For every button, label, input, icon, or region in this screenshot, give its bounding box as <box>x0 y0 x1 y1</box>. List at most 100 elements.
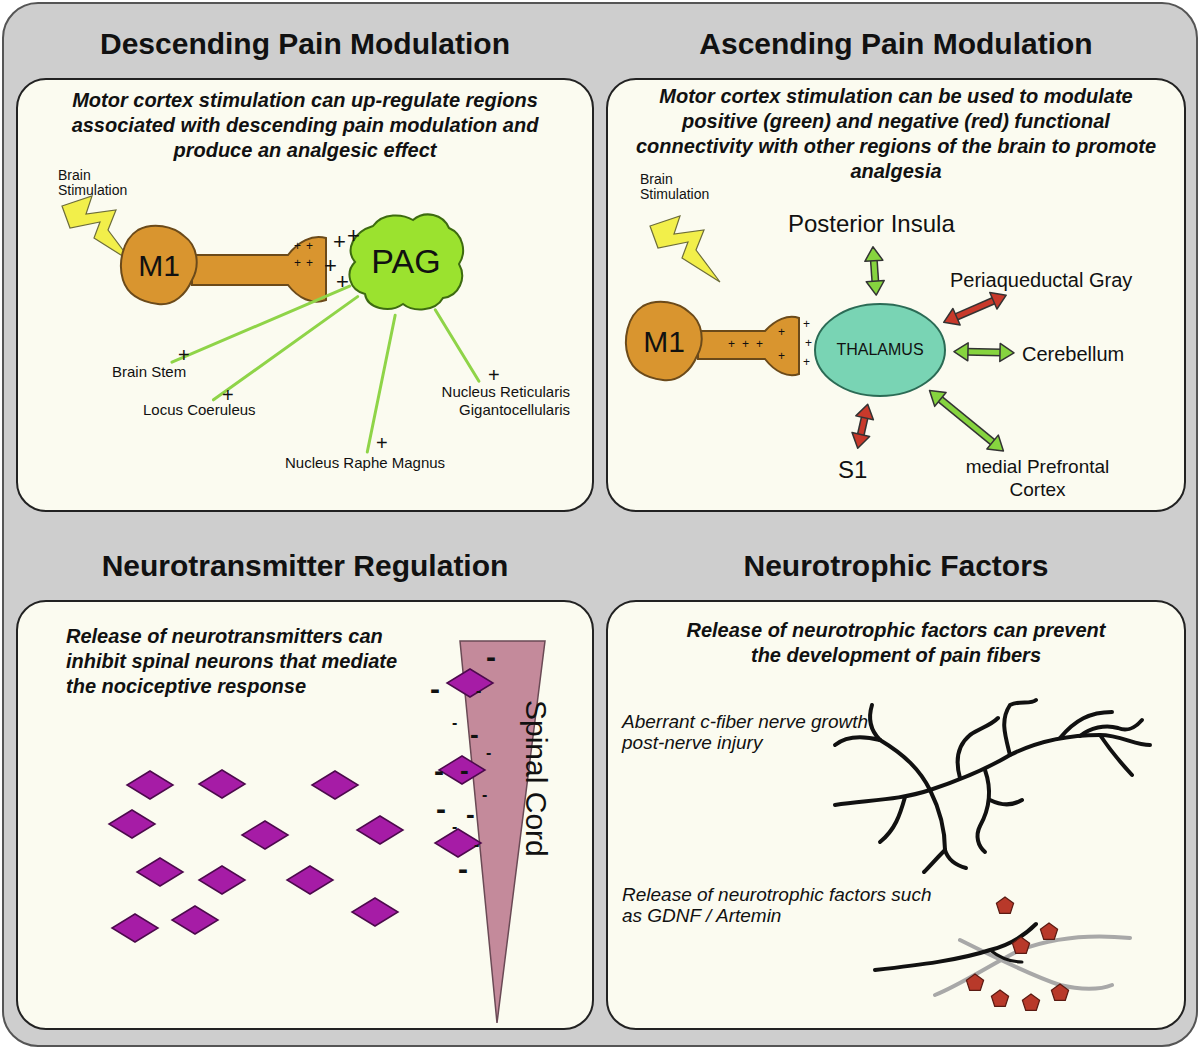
region-label: Cerebellum <box>1022 342 1124 366</box>
shape-fill <box>626 302 702 380</box>
region-name: Cerebellum <box>1022 342 1124 366</box>
plus-sign: + <box>376 432 388 454</box>
region-label: Brain Stem <box>112 363 186 381</box>
arrow-head <box>954 343 968 361</box>
panel-heading: Neurotransmitter Regulation <box>16 544 594 588</box>
plus-sign: + <box>333 230 346 254</box>
plus-sign: + <box>778 350 785 363</box>
minus-sign: - <box>476 682 481 700</box>
region-name: medial Prefrontal Cortex <box>945 456 1130 502</box>
minus-sign: - <box>460 756 469 785</box>
connector-outline <box>966 348 1002 357</box>
connector <box>865 247 884 295</box>
connector <box>367 315 395 452</box>
connector <box>852 404 873 448</box>
region-label: Posterior Insula <box>788 210 955 239</box>
minus-sign: - <box>474 836 479 854</box>
plus-sign: + <box>336 270 349 294</box>
connector-line <box>860 416 865 437</box>
panel-heading: Descending Pain Modulation <box>16 22 594 66</box>
connector <box>954 343 1014 362</box>
panel-description: Release of neurotrophic factors can prev… <box>676 618 1116 668</box>
stimulation-label: Brain Stimulation <box>640 172 720 203</box>
plus-sign: + <box>178 344 190 366</box>
node-label: THALAMUS <box>836 341 923 359</box>
connector-line <box>939 398 994 443</box>
shape-fill <box>815 304 945 396</box>
panel: Descending Pain ModulationMotor cortex s… <box>16 18 594 512</box>
region-name: Nucleus Raphe Magnus <box>285 454 445 472</box>
connector-line <box>367 315 395 452</box>
panel: Neurotransmitter RegulationRelease of ne… <box>16 540 594 1030</box>
region-label: S1 <box>838 456 867 485</box>
node-label: M1 <box>643 325 685 358</box>
region-name: Periaqueductal Gray <box>950 268 1132 292</box>
region-name: S1 <box>838 456 867 485</box>
annotation: Aberrant c-fiber nerve growth post-nerve… <box>622 712 890 754</box>
plus-sign: + <box>805 337 812 350</box>
region-label: Nucleus Reticularis Gigantocellularis <box>412 383 570 419</box>
plus-sign: + <box>742 338 749 351</box>
arrow-head <box>852 433 870 449</box>
plus-sign: + <box>728 338 735 351</box>
region-name: Brain Stem <box>112 363 186 381</box>
minus-sign: - <box>452 818 457 836</box>
panel-description: Release of neurotransmitters can inhibit… <box>66 624 401 699</box>
minus-sign: - <box>482 786 487 804</box>
connector-line <box>172 286 350 362</box>
connector <box>172 286 350 362</box>
shape-fill <box>350 214 464 309</box>
plus-sign: + <box>803 356 810 369</box>
region-name: Posterior Insula <box>788 210 955 239</box>
region-label: Periaqueductal Gray <box>950 268 1132 292</box>
plus-sign: + <box>294 257 301 270</box>
annotation: Release of neurotrophic factors such as … <box>622 885 934 927</box>
region-label: Locus Coeruleus <box>143 401 256 419</box>
plus-sign: + <box>306 257 313 270</box>
plus-sign: + <box>294 240 301 253</box>
neuron-soma: M1 <box>118 222 200 308</box>
minus-sign: - <box>466 800 475 829</box>
spinal-cord: Spinal Cord <box>457 640 557 1025</box>
panel-description: Motor cortex stimulation can be used to … <box>631 84 1161 184</box>
connector <box>930 391 1004 451</box>
arrow-head <box>990 293 1006 310</box>
node-label: PAG <box>371 243 440 280</box>
region-name: Locus Coeruleus <box>143 401 256 419</box>
plus-sign: + <box>803 318 810 331</box>
minus-sign: - <box>486 744 491 762</box>
plus-sign: + <box>347 224 360 248</box>
arrow-head <box>856 404 874 420</box>
connector-line <box>435 310 479 381</box>
arrow-head <box>866 280 884 295</box>
panel-heading: Ascending Pain Modulation <box>606 22 1186 66</box>
minus-sign: - <box>470 720 479 749</box>
panel-description: Motor cortex stimulation can up-regulate… <box>60 88 550 163</box>
brain-region-blob: PAG <box>343 208 469 316</box>
plus-sign: + <box>324 254 337 278</box>
connector-line <box>874 259 876 283</box>
plus-sign: + <box>488 364 500 386</box>
panel: Ascending Pain ModulationMotor cortex st… <box>606 18 1186 512</box>
plus-sign: + <box>756 338 763 351</box>
arrow-head <box>865 247 883 262</box>
connector-outline <box>939 398 994 443</box>
plus-sign: + <box>778 326 785 339</box>
spinal-cord-label: Spinal Cord <box>519 700 553 857</box>
connector <box>213 297 357 400</box>
minus-sign: - <box>486 640 496 673</box>
stimulation-label: Brain Stimulation <box>58 168 138 199</box>
arrow-head <box>987 435 1004 451</box>
connector-line <box>966 349 1002 355</box>
region-label: Nucleus Raphe Magnus <box>285 454 445 472</box>
panel: Neurotrophic FactorsRelease of neurotrop… <box>606 540 1186 1030</box>
minus-sign: - <box>452 714 457 732</box>
connector-outline <box>874 259 876 283</box>
arrow-head <box>930 391 947 407</box>
node-label: M1 <box>138 249 180 282</box>
connector <box>944 293 1007 326</box>
panel-heading: Neurotrophic Factors <box>606 544 1186 588</box>
connector-line <box>213 297 357 400</box>
plus-sign: + <box>222 384 234 406</box>
